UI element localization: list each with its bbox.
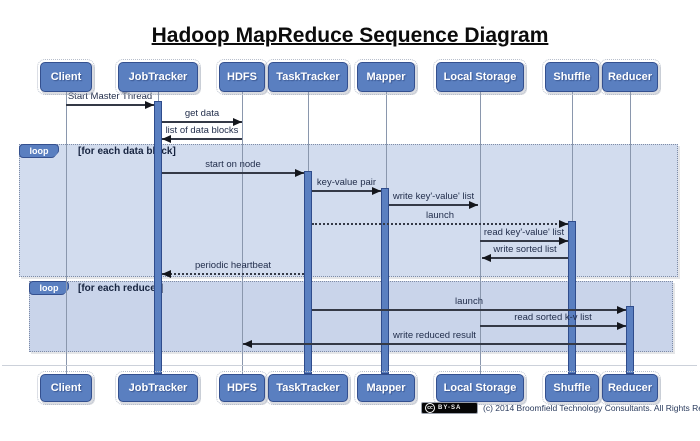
- message-label: start on node: [205, 159, 261, 170]
- loop-guard-condition: [for each data block]: [78, 146, 176, 157]
- message-arrowhead: [233, 118, 242, 126]
- message-arrowhead: [372, 187, 381, 195]
- message-line: [162, 138, 242, 140]
- message-label: launch: [426, 210, 454, 221]
- message-line: [480, 240, 568, 242]
- lifeline-reducer: [630, 92, 631, 374]
- message-label: list of data blocks: [165, 125, 239, 136]
- message-arrowhead: [559, 237, 568, 245]
- actor-hdfs-top: HDFS: [216, 59, 268, 95]
- message-line: [480, 325, 626, 327]
- message-line: [66, 104, 154, 106]
- message-label: read sorted k-v list: [514, 312, 592, 323]
- message-arrowhead: [162, 135, 171, 143]
- message-arrowhead: [145, 101, 154, 109]
- message-line: [162, 121, 242, 123]
- actor-client-top: Client: [37, 59, 95, 95]
- actor-jobtracker-bottom: JobTracker: [115, 371, 201, 405]
- actor-reducer-bottom: Reducer: [599, 371, 661, 405]
- message-arrowhead: [469, 201, 478, 209]
- activation-bar-tasktracker: [304, 171, 312, 374]
- actor-client-bottom: Client: [37, 371, 95, 405]
- message-line: [243, 343, 626, 345]
- activation-bar-mapper: [381, 188, 389, 374]
- message-label: key-value pair: [316, 177, 377, 188]
- actor-shuffle-top: Shuffle: [542, 59, 602, 95]
- message-line: [312, 309, 626, 311]
- message-label: read key'-value' list: [483, 227, 565, 238]
- actor-reducer-top: Reducer: [599, 59, 661, 95]
- message-label: periodic heartbeat: [194, 260, 272, 271]
- lifeline-baseline-divider: [2, 365, 697, 366]
- message-line: [312, 223, 568, 225]
- lifeline-local-storage: [480, 92, 481, 374]
- actor-jobtracker-top: JobTracker: [115, 59, 201, 95]
- message-arrowhead: [243, 340, 252, 348]
- message-line: [482, 257, 568, 259]
- loop-guard-condition: [for each reducer]: [78, 283, 164, 294]
- message-line: [389, 204, 478, 206]
- message-arrowhead: [162, 270, 171, 278]
- message-label: write reduced result: [393, 330, 476, 341]
- message-label: launch: [455, 296, 483, 307]
- cc-license-badge: cc BY-SA: [421, 402, 478, 414]
- cc-icon: cc: [425, 403, 435, 413]
- message-line: [162, 273, 304, 275]
- loop-fragment-1: [19, 144, 678, 277]
- message-line: [312, 190, 381, 192]
- actor-local-storage-top: Local Storage: [433, 59, 527, 95]
- loop-fragment-2: [29, 281, 673, 352]
- message-arrowhead: [295, 169, 304, 177]
- actor-shuffle-bottom: Shuffle: [542, 371, 602, 405]
- loop-operator-label: loop: [29, 281, 69, 295]
- page-title: Hadoop MapReduce Sequence Diagram: [151, 24, 549, 47]
- message-label: write key'-value' list: [392, 191, 475, 202]
- message-label: write sorted list: [493, 244, 557, 255]
- copyright-text: (c) 2014 Broomfield Technology Consultan…: [483, 403, 700, 413]
- activation-bar-shuffle: [568, 221, 576, 374]
- actor-mapper-bottom: Mapper: [354, 371, 418, 405]
- actor-tasktracker-bottom: TaskTracker: [265, 371, 351, 405]
- lifeline-hdfs: [242, 92, 243, 374]
- message-arrowhead: [559, 220, 568, 228]
- message-arrowhead: [482, 254, 491, 262]
- actor-hdfs-bottom: HDFS: [216, 371, 268, 405]
- actor-local-storage-bottom: Local Storage: [433, 371, 527, 405]
- activation-bar-jobtracker: [154, 101, 162, 374]
- activation-bar-reducer: [626, 306, 634, 374]
- actor-mapper-top: Mapper: [354, 59, 418, 95]
- message-label: Start Master Thread: [67, 91, 153, 102]
- lifeline-client: [66, 92, 67, 374]
- actor-tasktracker-top: TaskTracker: [265, 59, 351, 95]
- message-arrowhead: [617, 322, 626, 330]
- message-label: get data: [184, 108, 220, 119]
- message-line: [162, 172, 304, 174]
- loop-operator-label: loop: [19, 144, 59, 158]
- cc-license-label: BY-SA: [438, 405, 462, 411]
- message-arrowhead: [617, 306, 626, 314]
